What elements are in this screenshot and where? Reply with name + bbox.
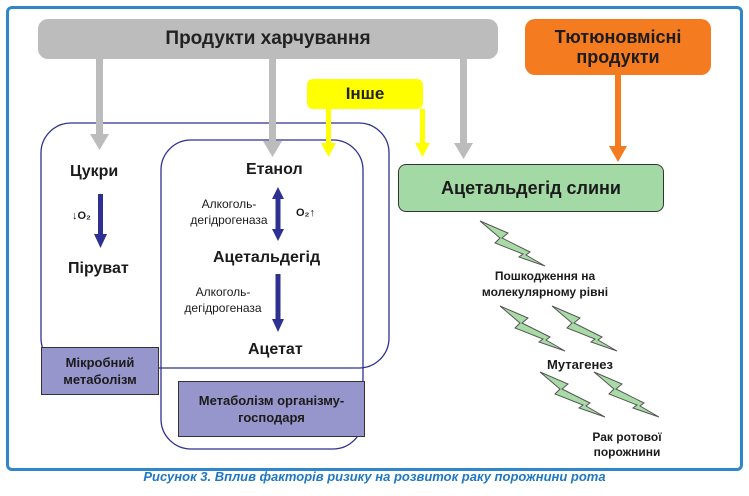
- ethanol-label: Етанол: [246, 161, 303, 178]
- acetate-label: Ацетат: [248, 341, 303, 358]
- navy-double-arrow-ethanol-acetaldehyde: [272, 187, 284, 241]
- acetaldehyde-label: Ацетальдегід: [213, 249, 321, 266]
- lightning-bolt-4: [539, 371, 606, 418]
- host-container: [160, 139, 364, 450]
- microbial-metabolism-label: Мікробний метаболізм: [63, 355, 137, 387]
- microbial-o2-label: ↓O₂: [72, 210, 91, 222]
- microbial-metabolism-box: Мікробний метаболізм: [41, 347, 159, 395]
- lightning-bolt-2: [499, 305, 566, 352]
- navy-arrow-sugars-to-pyruvate: [94, 194, 107, 248]
- enzyme-label-1: Алкоголь-дегідрогеназа: [190, 197, 268, 227]
- figure-caption: Рисунок 3. Вплив факторів ризику на розв…: [143, 469, 606, 484]
- lightning-bolt-5: [593, 371, 660, 418]
- tobacco-products-box: Тютюновмісні продукти: [525, 19, 711, 75]
- host-metabolism-label: Метаболізм організму-господаря: [198, 393, 345, 425]
- microbial-container: [40, 122, 390, 369]
- saliva-acetaldehyde-box: Ацетальдегід слини: [398, 164, 664, 212]
- gray-arrow-to-ethanol: [263, 59, 282, 157]
- enzyme-label-2: Алкоголь-дегідрогеназа: [184, 285, 262, 315]
- navy-arrow-acetaldehyde-to-acetate: [272, 274, 284, 332]
- lightning-bolt-3: [551, 305, 618, 352]
- host-metabolism-box: Метаболізм організму-господаря: [178, 381, 365, 437]
- oral-cancer-label: Рак ротової порожнини: [592, 430, 662, 459]
- yellow-arrow-to-ethanol: [321, 109, 336, 157]
- host-o2-label: O₂↑: [296, 207, 315, 219]
- gray-arrow-to-sugars: [90, 59, 109, 150]
- yellow-arrow-to-saliva: [415, 109, 430, 157]
- molecular-damage-label: Пошкодження на молекулярному рівні: [481, 269, 609, 299]
- lightning-bolt-1: [479, 220, 546, 267]
- mutagenesis-label: Мутагенез: [547, 357, 614, 372]
- sugars-label: Цукри: [70, 163, 119, 180]
- other-box: Інше: [307, 79, 423, 109]
- orange-arrow-to-saliva: [609, 75, 627, 162]
- gray-arrow-to-saliva: [454, 59, 473, 159]
- tobacco-label: Тютюновмісні продукти: [554, 27, 682, 67]
- food-products-box: Продукти харчування: [38, 19, 498, 59]
- pyruvate-label: Піруват: [68, 260, 129, 277]
